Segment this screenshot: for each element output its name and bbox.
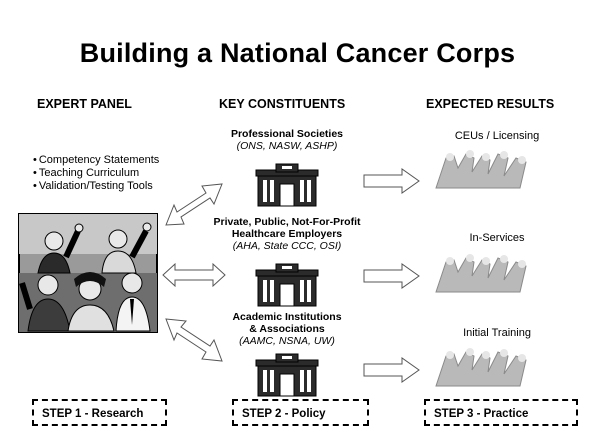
result-label: In-Services <box>469 232 525 244</box>
constituent-abbreviations: (ONS, NASW, ASHP) <box>236 140 338 152</box>
building-icon <box>255 163 319 207</box>
double-arrow-icon <box>165 183 223 226</box>
step-research-box: STEP 1 - Research <box>32 399 167 426</box>
slide-title: Building a National Cancer Corps <box>79 38 516 68</box>
result-label: CEUs / Licensing <box>454 130 540 142</box>
result-label: Initial Training <box>463 327 531 339</box>
constituent-name: Academic Institutions <box>232 311 342 323</box>
building-icon <box>255 353 319 397</box>
expected-results-heading: EXPECTED RESULTS <box>426 97 555 111</box>
constituent-healthcare-employers: Private, Public, Not-For-Profit Healthca… <box>177 216 397 252</box>
right-arrow-icon <box>363 357 420 383</box>
constituent-name: Healthcare Employers <box>231 228 343 240</box>
running-people-icon <box>435 150 527 189</box>
list-item: Competency Statements <box>33 154 159 167</box>
expert-panel-heading: EXPERT PANEL <box>37 97 132 111</box>
running-people-icon <box>435 254 527 293</box>
constituent-name: & Associations <box>249 323 325 335</box>
constituent-name: Private, Public, Not-For-Profit <box>213 216 361 228</box>
constituent-abbreviations: (AHA, State CCC, OSI) <box>232 240 342 252</box>
constituent-professional-societies: Professional Societies (ONS, NASW, ASHP) <box>177 128 397 152</box>
constituent-abbreviations: (AAMC, NSNA, UW) <box>239 335 335 347</box>
constituent-name: Professional Societies <box>230 128 344 140</box>
list-item: Teaching Curriculum <box>33 167 159 180</box>
right-arrow-icon <box>363 263 420 289</box>
expert-panel-list: Competency Statements Teaching Curriculu… <box>33 154 159 193</box>
list-item: Validation/Testing Tools <box>33 180 159 193</box>
key-constituents-heading: KEY CONSTITUENTS <box>219 97 346 111</box>
running-people-icon <box>435 348 527 387</box>
step-policy-box: STEP 2 - Policy <box>232 399 369 426</box>
step-practice-box: STEP 3 - Practice <box>424 399 578 426</box>
double-arrow-icon <box>165 318 223 362</box>
right-arrow-icon <box>363 168 420 194</box>
group-of-people-icon <box>18 213 158 333</box>
constituent-academic-institutions: Academic Institutions & Associations (AA… <box>177 311 397 347</box>
building-icon <box>255 263 319 307</box>
double-arrow-icon <box>162 262 226 288</box>
